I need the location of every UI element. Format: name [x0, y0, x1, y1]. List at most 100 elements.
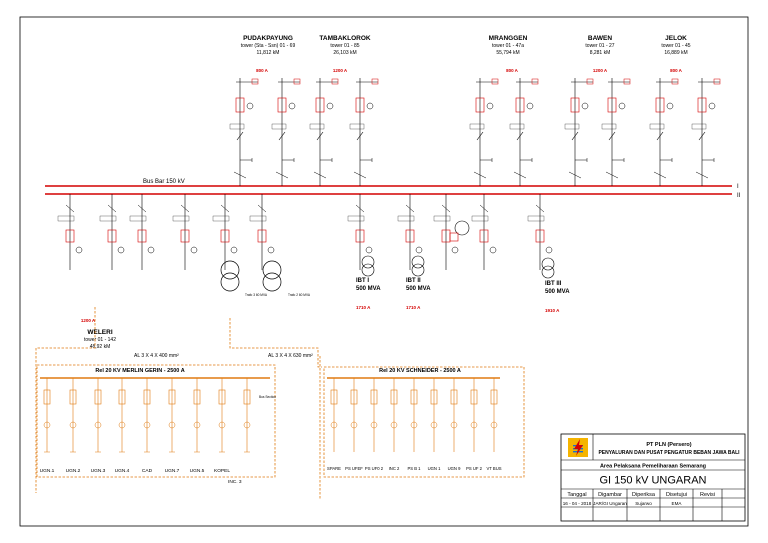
feeder-ct	[168, 421, 176, 429]
disconnector	[571, 131, 579, 141]
svg-text:1200 A: 1200 A	[81, 318, 96, 323]
left-feeder-cell-6	[168, 378, 176, 453]
lower-bay-4	[172, 194, 198, 270]
right-feeder-cell-7	[450, 378, 458, 452]
power-transformer-2	[262, 260, 282, 292]
circuit-breaker	[479, 229, 489, 243]
line-trap	[586, 78, 594, 85]
ibt-winding-lv	[411, 263, 425, 277]
feeder-breaker	[410, 389, 418, 405]
feeder-ct	[69, 421, 77, 429]
right-feeder-label: INC 2	[389, 466, 400, 471]
ibt-winding-hv	[411, 255, 425, 269]
bay-header-mranggen: MRANGGEN tower 01 - 47a 55,794 kM 800 A	[489, 35, 528, 73]
current-transformer	[230, 246, 238, 254]
current-transformer	[708, 102, 716, 110]
current-transformer	[486, 102, 494, 110]
feeder-breaker	[430, 389, 438, 405]
line-bay-7	[564, 78, 594, 186]
svg-text:16,889 kM: 16,889 kM	[664, 50, 687, 56]
circuit-breaker	[570, 97, 580, 113]
bus-disconnector	[513, 171, 527, 179]
feeder-ct	[490, 421, 498, 429]
right-feeder-cell-3	[370, 378, 378, 452]
disconnector	[236, 131, 244, 141]
left-feeder-cell-4	[118, 378, 126, 453]
current-transformer	[545, 246, 553, 254]
ibt-winding-hv	[361, 255, 375, 269]
rel-right-title: Rel 20 KV SCHNEIDER - 2500 A	[379, 368, 461, 374]
header-revisi: Revisi	[700, 492, 715, 498]
ibt-transformer-3	[541, 257, 555, 279]
bus-disconnector	[353, 171, 367, 179]
lower-bays	[57, 194, 555, 292]
bay-header-weleri: 1200 A WELERI tower 01 - 142 48,92 kM	[81, 318, 116, 350]
feeder-breaker	[390, 389, 398, 405]
feeder-breaker	[193, 389, 201, 405]
inc-3-label: INC. 3	[228, 479, 242, 485]
device-label-box	[249, 215, 267, 222]
ibt-3-label: IBT III 500 MVA 1910 A	[545, 281, 570, 313]
current-transformer	[666, 102, 674, 110]
bus-disconnector	[695, 171, 709, 179]
line-trap	[331, 78, 339, 85]
bus-disconnector	[605, 171, 619, 179]
left-feeder-label: UGN.2	[66, 468, 81, 474]
current-transformer	[581, 102, 589, 110]
header-diperiksa: Diperiksa	[632, 492, 656, 498]
line-trap	[491, 78, 499, 85]
right-feeder-cell-9	[490, 378, 498, 452]
right-feeder-label: UGN 1	[428, 466, 441, 471]
left-feeder-cell-3	[94, 378, 102, 453]
lower-bay-2	[99, 194, 125, 270]
feeder-breaker	[143, 389, 151, 405]
transformer-labels: Trafo 3 60 MVA Trafo 2 60 MVA	[245, 293, 311, 297]
ibt-transformer-1	[361, 255, 375, 277]
bay-header-jelok: JELOK tower 01 - 45 16,889 kM 800 A	[661, 35, 690, 73]
bus-section-label: Bus Section	[259, 395, 276, 399]
value-digambar: JAR/GI Ungaran	[593, 501, 627, 506]
bay-header-tambaklorok: TAMBAKLOROK tower 01 - 85 26,103 kM 1200…	[319, 35, 370, 73]
ibt-2-label: IBT II 500 MVA 1710 A	[406, 278, 431, 310]
company-line-1: PT PLN (Persero)	[646, 442, 691, 448]
device-label-box	[212, 215, 230, 222]
feeder-ct	[370, 421, 378, 429]
circuit-breaker	[65, 229, 75, 243]
transformer-winding-hv	[220, 260, 240, 280]
current-transformer	[288, 102, 296, 110]
upper-line-bays	[229, 78, 721, 186]
ibt-winding-lv	[361, 263, 375, 277]
current-transformer	[75, 246, 83, 254]
line-trap	[251, 78, 259, 85]
device-label-box	[527, 215, 545, 222]
left-feeder-label: UGN.4	[115, 468, 130, 474]
bus-roman-2: II	[737, 193, 741, 199]
value-diperiksa: Sujarwo	[635, 501, 652, 506]
right-feeder-cell-1	[330, 378, 338, 452]
svg-text:1910 A: 1910 A	[545, 308, 560, 313]
feeder-breaker	[450, 389, 458, 405]
svg-text:1710 A: 1710 A	[406, 305, 421, 310]
line-trap	[671, 78, 679, 85]
lower-bay-1	[57, 194, 83, 270]
right-feeder-cell-2	[350, 378, 358, 452]
current-transformer	[190, 246, 198, 254]
svg-text:TAMBAKLOROK: TAMBAKLOROK	[319, 35, 370, 42]
circuit-breaker	[655, 97, 665, 113]
svg-text:tower 01 - 85: tower 01 - 85	[330, 43, 359, 49]
svg-text:800 A: 800 A	[256, 68, 269, 73]
current-transformer	[117, 246, 125, 254]
title-block: PT PLN (Persero) PENYALURAN DAN PUSAT PE…	[560, 433, 746, 522]
svg-text:IBT III: IBT III	[545, 281, 562, 287]
bus-bar-150kv: Bus Bar 150 kV I II	[45, 179, 741, 199]
header-tanggal: Tanggal	[567, 492, 586, 498]
svg-text:500 MVA: 500 MVA	[406, 286, 431, 292]
header-disetujui: Disetujui	[666, 492, 687, 498]
svg-text:48,92 kM: 48,92 kM	[90, 344, 111, 350]
bus-disconnector	[275, 171, 289, 179]
disconnector	[656, 131, 664, 141]
feeder-ct	[243, 421, 251, 429]
svg-text:WELERI: WELERI	[87, 329, 112, 336]
left-feeder-cell-9	[243, 378, 251, 453]
